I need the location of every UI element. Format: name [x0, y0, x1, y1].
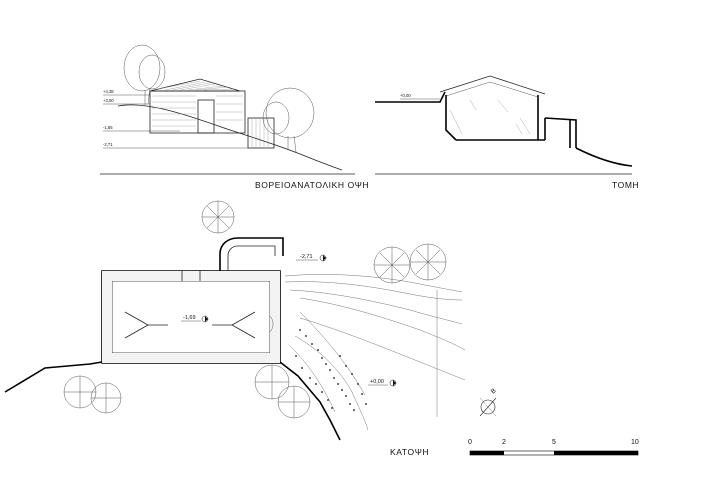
elevation-ground-line — [117, 104, 343, 171]
section-ground-right — [538, 139, 633, 167]
scale-tick-10: 10 — [631, 439, 639, 446]
elevation-main-wall — [149, 90, 246, 134]
north-arrow-label: Β — [490, 387, 498, 395]
plan-title: ΚΑΤΟΨΗ — [390, 447, 429, 457]
elevation-level-marks: +4,38 +3,00 -1,65 -2,71 — [103, 89, 250, 149]
elevation-level-4: -2,71 — [103, 142, 113, 147]
plan-level-3: +0,00 — [370, 379, 384, 385]
section-ground-left — [375, 91, 446, 103]
plan-level-2: -1,69 — [183, 315, 196, 321]
elevation-drawing: +4,38 +3,00 -1,65 -2,71 ΒΟΡΕΙΟΑΝΑΤΟΛΙΚΗ … — [100, 44, 369, 190]
elevation-roof-hatch — [157, 80, 235, 91]
plan-tree-right-1 — [373, 246, 411, 284]
plan-annex-wall — [219, 237, 284, 271]
section-roof-inner — [445, 81, 539, 98]
section-drawing: +0,00 ΤΟΜΗ — [375, 75, 639, 190]
plan-tree-bottom-mid — [254, 364, 311, 419]
plan-tree-top — [201, 200, 235, 234]
elevation-annex-wall — [247, 117, 275, 149]
plan-level-marker-3: +0,00 — [368, 379, 397, 387]
elevation-tree-right — [262, 87, 315, 153]
plan-tree-bottom-left — [63, 375, 122, 414]
elevation-stone-texture — [152, 95, 243, 127]
scale-bar: 0 2 5 10 — [468, 439, 639, 456]
section-retaining-wall — [544, 117, 577, 148]
plan-contours — [284, 274, 466, 431]
scale-tick-0: 0 — [468, 439, 472, 446]
plan-terrain-edge-right — [279, 361, 341, 441]
elevation-annex-hatch — [251, 118, 269, 148]
scale-segment-5-10 — [554, 451, 638, 455]
plan-roof-ridges — [124, 311, 256, 339]
plan-rubble — [295, 329, 367, 411]
plan-level-marker-1: -2,71 — [296, 254, 327, 262]
section-wall-left — [445, 95, 457, 141]
plan-annex-inner — [227, 245, 276, 271]
plan-terrain-edge-left — [4, 361, 103, 393]
scale-tick-2: 2 — [502, 439, 506, 446]
elevation-door — [197, 99, 215, 134]
section-roof — [439, 75, 546, 95]
north-arrow: Β — [479, 387, 498, 417]
elevation-level-3: -1,65 — [103, 125, 113, 130]
scale-segment-0-2 — [470, 451, 504, 455]
scale-tick-5: 5 — [552, 439, 556, 446]
elevation-level-1: +4,38 — [103, 89, 114, 94]
plan-wall-fill — [102, 271, 280, 363]
plan-level-marker-2: -1,69 — [181, 315, 209, 323]
section-title: ΤΟΜΗ — [612, 180, 639, 190]
section-inner-hatch — [449, 99, 531, 135]
plan-level-1: -2,71 — [300, 254, 313, 260]
elevation-level-2: +3,00 — [103, 98, 114, 103]
plan-drawing: -2,71 -1,69 +0,00 ΚΑΤΟΨΗ — [4, 200, 466, 457]
elevation-title: ΒΟΡΕΙΟΑΝΑΤΟΛΙΚΗ ΟΨΗ — [255, 180, 369, 190]
elevation-tree-left — [123, 44, 166, 105]
plan-door-arc — [269, 315, 274, 333]
section-level-1: +0,00 — [400, 93, 411, 98]
plan-tree-right-2 — [409, 243, 447, 281]
